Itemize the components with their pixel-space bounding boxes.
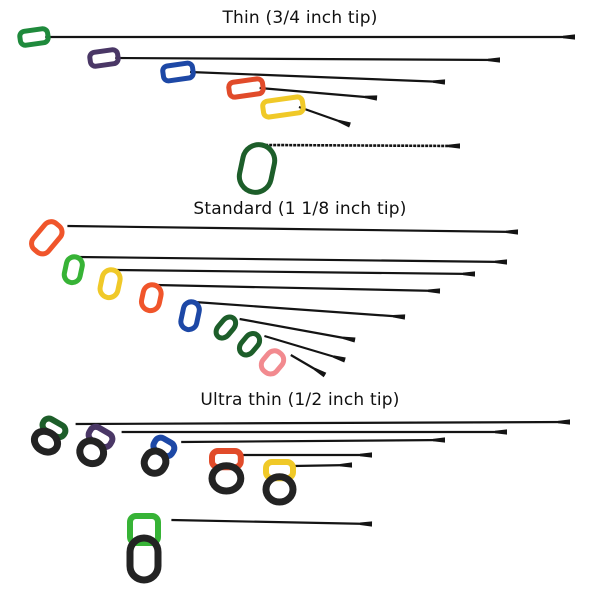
rod-handle <box>97 267 123 301</box>
rod-tip <box>495 429 507 435</box>
rod-handle <box>61 254 85 286</box>
rod-shaft <box>181 438 446 444</box>
standard-rod-8 <box>258 348 327 378</box>
rod-handle <box>258 348 287 377</box>
ultra-rod-5 <box>262 459 353 506</box>
rod-tip <box>427 288 441 294</box>
rod-tip <box>447 143 461 149</box>
ultra-rod-1 <box>30 415 571 456</box>
rod-shaft <box>115 56 501 62</box>
rod-tip <box>432 437 446 443</box>
rod-handle <box>160 60 196 84</box>
rod-shaft <box>264 334 346 362</box>
rod-tip <box>314 367 327 378</box>
rod-handle <box>226 76 266 100</box>
thin-rod-6 <box>236 142 461 195</box>
rod-handle <box>17 26 51 48</box>
rod-handle <box>140 434 178 477</box>
standard-rod-1 <box>29 219 519 257</box>
standard-rod-7 <box>236 331 346 363</box>
rod-shaft <box>114 268 476 276</box>
standard-rod-6 <box>213 314 356 343</box>
rod-shaft <box>259 86 378 100</box>
standard-rod-2 <box>61 254 508 286</box>
ultra-rod-4 <box>208 448 372 495</box>
rod-handle <box>236 142 278 195</box>
thin-rod-4 <box>226 76 378 101</box>
rod-tip <box>392 314 406 320</box>
thin-rod-3 <box>160 60 446 85</box>
rod-handle <box>208 448 245 495</box>
rod-handle <box>236 331 263 358</box>
rod-shaft <box>171 518 373 526</box>
heading-ultra-thin-rods: Ultra thin (1/2 inch tip) <box>200 390 400 410</box>
rod-handle <box>213 314 239 341</box>
rod-handle <box>29 219 65 257</box>
rod-shaft <box>189 70 446 84</box>
rod-tip <box>494 259 508 265</box>
standard-rod-4 <box>138 282 441 314</box>
heading-thin-rods: Thin (3/4 inch tip) <box>222 8 378 28</box>
rod-handle <box>87 47 121 69</box>
rod-tip <box>342 336 356 343</box>
standard-rod-5 <box>178 299 406 333</box>
rod-tip <box>339 462 353 468</box>
rod-handle <box>138 282 164 314</box>
thin-rod-5 <box>260 94 351 128</box>
rod-shaft <box>265 143 461 148</box>
thin-rod-2 <box>87 47 501 69</box>
rod-handle <box>30 415 69 456</box>
rod-tip <box>364 95 378 101</box>
rod-tip <box>359 521 373 527</box>
rod-shaft <box>67 224 519 234</box>
rod-tip <box>487 57 501 63</box>
rod-handle <box>126 513 162 584</box>
rod-shaft <box>155 283 441 293</box>
rod-tip <box>462 271 476 277</box>
standard-rod-3 <box>97 267 476 301</box>
heading-standard-rods: Standard (1 1/8 inch tip) <box>193 199 407 219</box>
rod-shaft <box>239 317 356 342</box>
ultra-rod-3 <box>140 434 446 477</box>
rod-tip <box>563 34 575 40</box>
rod-shaft <box>75 420 571 426</box>
ultra-rod-2 <box>76 423 507 468</box>
rod-shaft <box>77 255 508 264</box>
rod-tip <box>338 119 351 128</box>
rod-handle <box>76 423 116 468</box>
ultra-rod-6 <box>126 513 373 584</box>
rod-tip <box>360 452 372 458</box>
rod-handle <box>260 94 306 120</box>
rod-shaft <box>194 300 406 319</box>
rod-tip <box>432 79 446 85</box>
rod-tip <box>333 355 346 363</box>
rod-tip <box>505 229 519 235</box>
rod-tip <box>557 419 571 425</box>
rod-handle <box>262 459 297 506</box>
thin-rod-1 <box>17 26 575 48</box>
rod-handle <box>178 299 202 333</box>
